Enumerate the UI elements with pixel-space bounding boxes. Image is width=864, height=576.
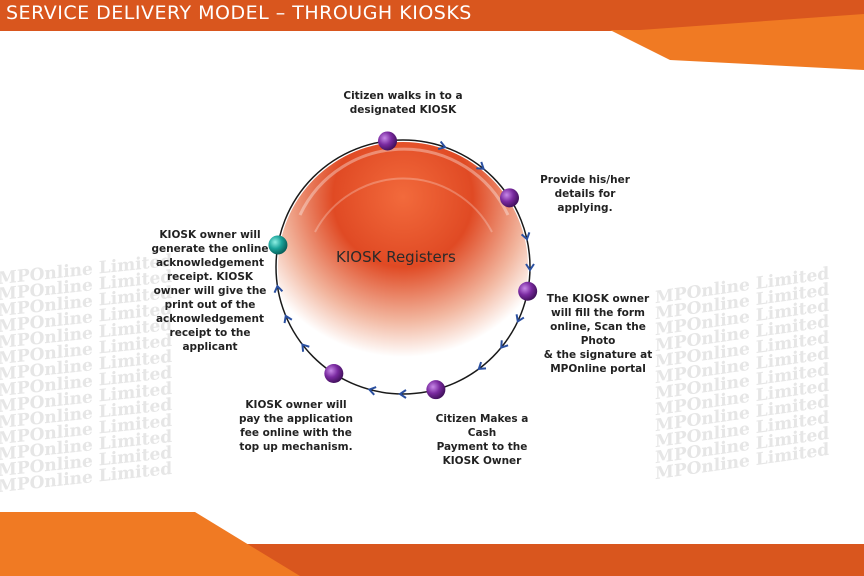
step-label-cash-payment: Citizen Makes a Cash Payment to the KIOS… [435,413,529,467]
cycle-disc-shine [298,147,510,216]
cycle-disc-shine-2 [314,177,493,233]
flow-arrow-icon [437,140,447,151]
node-fill-form [518,281,538,301]
step-label-provide-details: Provide his/her details for applying. [540,174,630,214]
flow-arrow-icon [367,386,377,396]
step-label-walk-in: Citizen walks in to a designated KIOSK [343,90,463,116]
node-cash-payment [426,380,446,400]
flow-arrow-icon [520,232,531,241]
step-label-fill-form: The KIOSK owner will fill the form onlin… [543,293,653,375]
header-swoosh [0,0,864,70]
flow-arrow-icon [500,340,509,349]
step-label-acknowledgement: KIOSK owner will generate the online ack… [151,229,269,353]
node-acknowledgement [268,235,288,255]
flow-arrow-icon [525,263,535,272]
center-label: KIOSK Registers [336,248,456,266]
node-pay-fee [324,364,344,384]
flow-arrow-icon [398,389,407,399]
cycle-ring [275,139,531,395]
footer-swoosh [0,512,864,576]
step-label-pay-fee: KIOSK owner will pay the application fee… [239,399,353,453]
flow-arrow-icon [283,314,293,324]
node-walk-in [378,131,398,151]
flow-arrow-icon [476,161,485,170]
page-title: SERVICE DELIVERY MODEL – THROUGH KIOSKS [6,2,472,24]
flow-arrow-icon [477,361,487,371]
flow-arrow-icon [515,314,525,324]
cycle-disc [278,142,528,392]
cycle-arrows [273,140,535,399]
cycle-nodes [268,131,538,400]
node-provide-details [500,188,520,208]
flow-arrow-icon [301,343,310,352]
flow-arrow-icon [273,284,284,294]
